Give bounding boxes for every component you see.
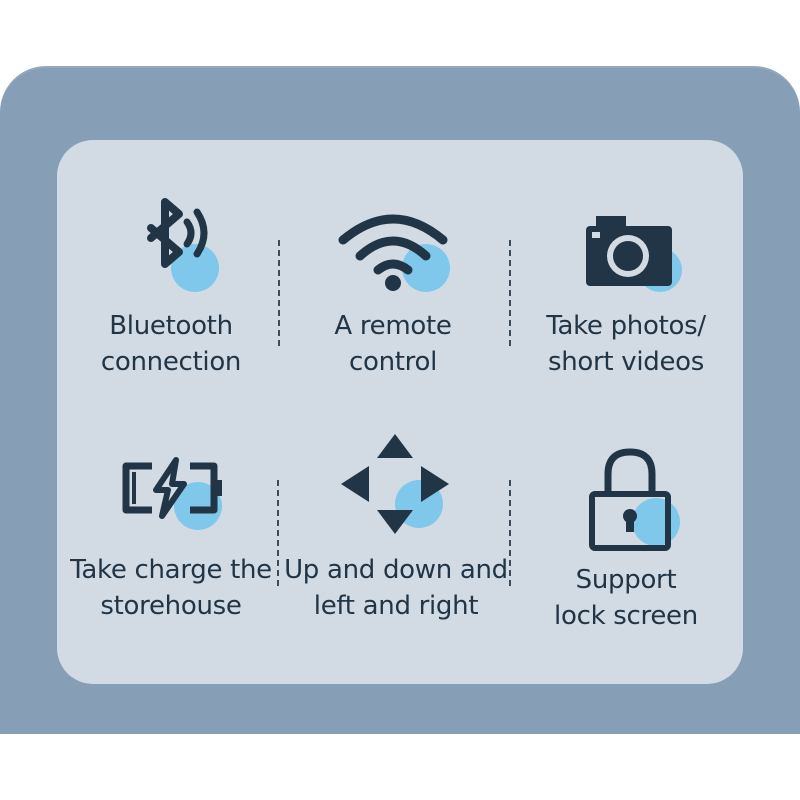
feature-label-line1: Support (575, 565, 677, 595)
camera-icon (586, 216, 682, 292)
feature-label-line1: Take charge the (70, 555, 272, 585)
feature-label-line2: lock screen (554, 601, 698, 631)
battery-charging-icon (122, 457, 222, 530)
wifi-icon (338, 214, 450, 292)
feature-label-line2: short videos (547, 347, 705, 377)
feature-camera: Take photos/ short videos (512, 140, 740, 400)
feature-label-line2: left and right (313, 591, 479, 621)
column-divider (509, 480, 511, 586)
feature-label-line1: Take photos/ (546, 311, 706, 341)
column-divider (509, 240, 511, 346)
feature-charging: Take charge the storehouse (57, 410, 285, 670)
feature-lock-screen: Support lock screen (512, 410, 740, 670)
column-divider (278, 240, 280, 346)
feature-directions: Up and down and left and right (282, 410, 510, 670)
feature-bluetooth: Bluetooth connection (57, 140, 285, 400)
feature-label-line2: control (348, 347, 438, 377)
bluetooth-icon (147, 198, 219, 292)
lock-icon (589, 448, 680, 551)
direction-arrows-icon (341, 434, 449, 534)
feature-label-line2: storehouse (100, 591, 242, 621)
feature-label-line1: Bluetooth (109, 311, 233, 341)
column-divider (277, 480, 279, 586)
feature-label-line1: Up and down and (284, 555, 508, 585)
feature-label-line1: A remote (334, 311, 452, 341)
feature-remote-control: A remote control (279, 140, 507, 400)
features-panel: Bluetooth connection A remote control (57, 140, 743, 684)
feature-label-line2: connection (100, 347, 242, 377)
